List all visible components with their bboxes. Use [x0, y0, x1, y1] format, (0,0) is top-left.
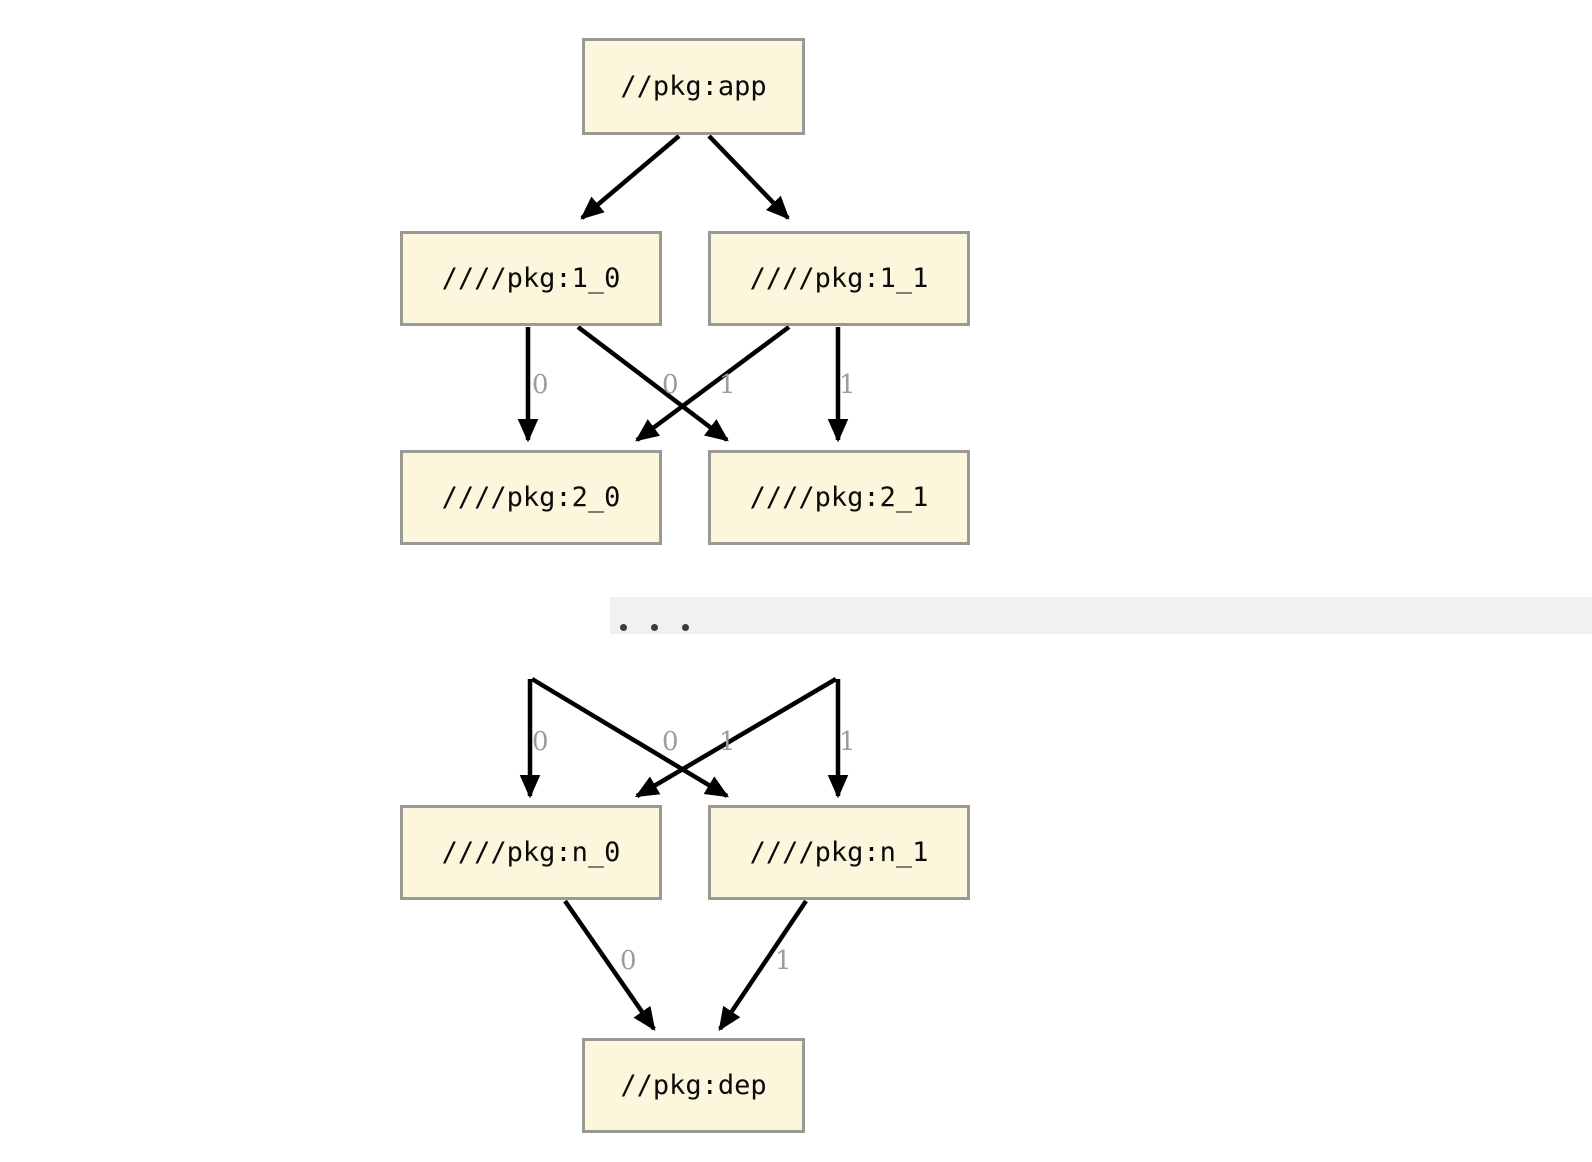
edge-label-1_1-2_0: 1	[719, 370, 736, 400]
ellipsis-dot-2	[651, 624, 658, 631]
node-app[interactable]: //pkg:app	[582, 38, 805, 135]
edge-label-hidden-n_0-cross: 1	[719, 727, 736, 757]
node-dep[interactable]: //pkg:dep	[582, 1038, 805, 1133]
node-label-pkg-2-1: ////pkg:2_1	[749, 482, 929, 513]
edge-hidden-to-n_1-cross	[530, 677, 730, 798]
node-label-pkg-1-0: ////pkg:1_0	[441, 263, 621, 294]
edge-n_1-to-dep	[718, 899, 808, 1031]
ellipsis-dots-icon	[620, 624, 689, 631]
node-pkg-1-0[interactable]: ////pkg:1_0	[400, 231, 662, 326]
edge-label-hidden-n_1-cross: 0	[662, 727, 679, 757]
node-label-pkg-n-0: ////pkg:n_0	[441, 837, 621, 868]
edge-label-1_0-2_1: 0	[662, 370, 679, 400]
edge-label-n_1-dep: 1	[775, 946, 792, 976]
node-label-dep: //pkg:dep	[620, 1070, 767, 1101]
node-label-pkg-1-1: ////pkg:1_1	[749, 263, 929, 294]
ellipsis-dot-3	[682, 624, 689, 631]
edge-1_1-to-2_0	[635, 325, 791, 442]
node-label-pkg-n-1: ////pkg:n_1	[749, 837, 929, 868]
edge-1_0-to-2_1	[576, 325, 729, 442]
edge-label-hidden-n_1: 1	[839, 727, 856, 757]
node-pkg-1-1[interactable]: ////pkg:1_1	[708, 231, 970, 326]
edge-app-to-1_1	[707, 134, 790, 220]
edge-label-1_1-2_1: 1	[839, 370, 856, 400]
edge-label-hidden-n_0: 0	[532, 727, 549, 757]
node-pkg-n-1[interactable]: ////pkg:n_1	[708, 805, 970, 900]
edge-n_0-to-dep	[563, 899, 656, 1031]
edge-label-n_0-dep: 0	[620, 946, 637, 976]
ellipsis-dot-1	[620, 624, 627, 631]
node-pkg-n-0[interactable]: ////pkg:n_0	[400, 805, 662, 900]
node-pkg-2-0[interactable]: ////pkg:2_0	[400, 450, 662, 545]
node-pkg-2-1[interactable]: ////pkg:2_1	[708, 450, 970, 545]
edge-app-to-1_0	[580, 134, 681, 220]
edge-hidden-to-n_0-cross	[634, 677, 838, 798]
node-label-app: //pkg:app	[620, 71, 767, 102]
ellipsis-band	[610, 597, 1592, 634]
edge-label-1_0-2_0: 0	[532, 370, 549, 400]
node-label-pkg-2-0: ////pkg:2_0	[441, 482, 621, 513]
